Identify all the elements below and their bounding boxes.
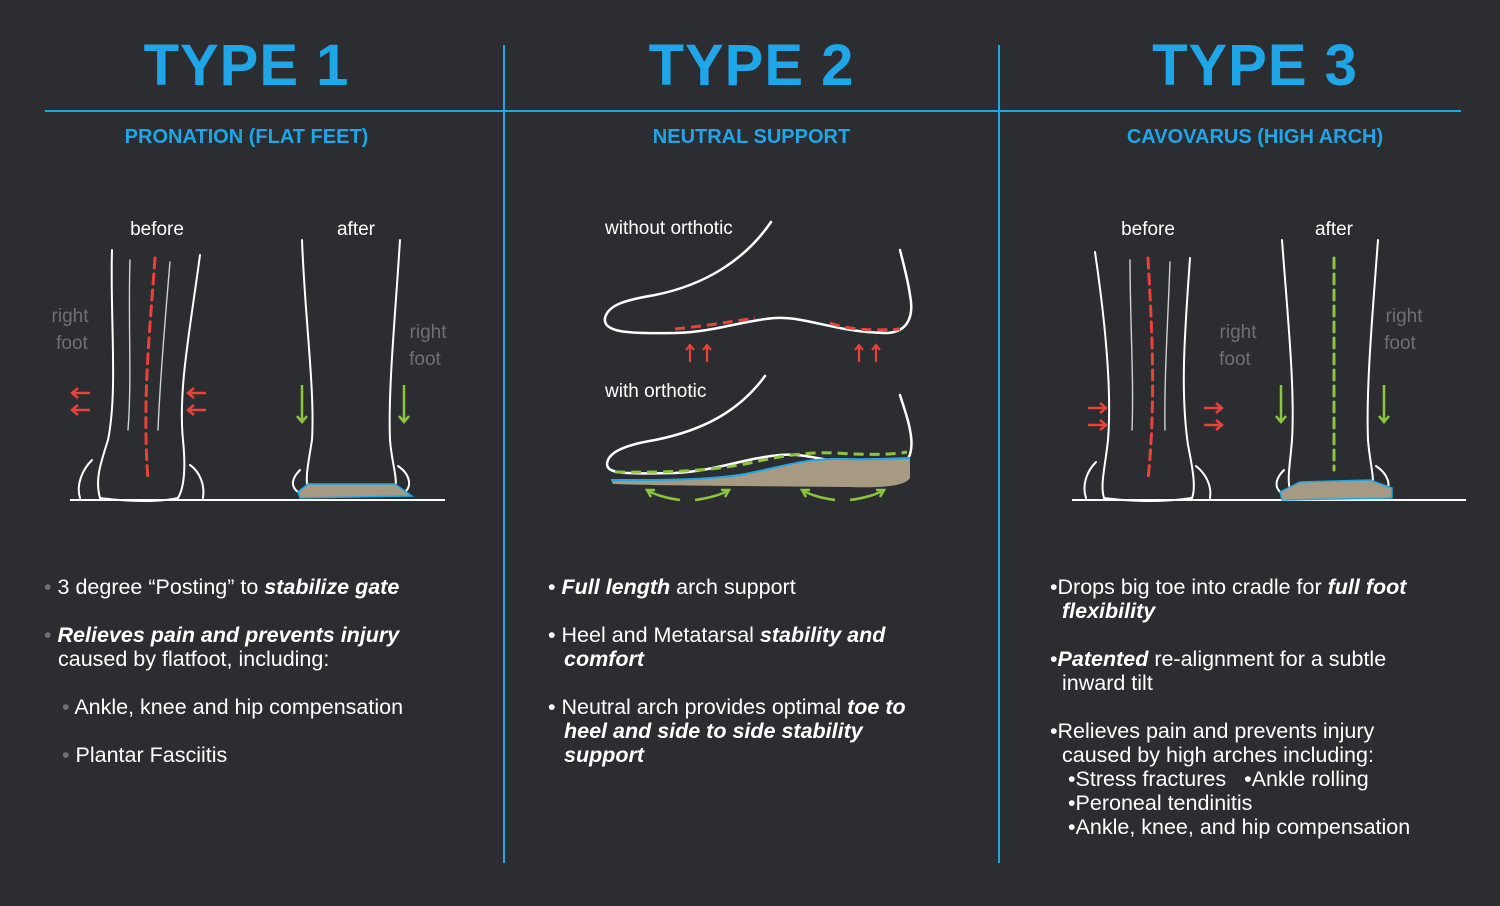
type1-foot-label-right: foot — [409, 349, 441, 370]
type3-sub-bullet-4: •Ankle, knee, and hip compensation — [1068, 815, 1411, 839]
type1-title: TYPE 1 — [143, 33, 350, 98]
type2-bullet-list: • Full length arch support • Heel and Me… — [548, 575, 968, 767]
type2-illustration: without orthotic with orthotic — [603, 218, 913, 502]
type1-after-label: after — [337, 219, 376, 240]
type1-before-leg — [77, 249, 205, 502]
type3-after-label: after — [1315, 219, 1354, 240]
type1-before-label: before — [130, 219, 184, 240]
type2-column: TYPE 2 NEUTRAL SUPPORT without orthotic … — [505, 0, 998, 906]
type2-bullet-3-cont2: support — [564, 743, 645, 767]
type1-bullet-1: • 3 degree “Posting” to stabilize gate — [44, 575, 400, 599]
type3-before-arrows — [1088, 402, 1224, 431]
column-divider-right — [998, 45, 1000, 863]
type3-after-leg — [1275, 239, 1390, 494]
type2-support-line — [614, 450, 908, 474]
type2-subtitle: NEUTRAL SUPPORT — [652, 126, 851, 148]
type2-pressure-toe — [674, 316, 756, 331]
type3-bullet-2-cont: inward tilt — [1062, 671, 1153, 695]
type2-bullet-3: • Neutral arch provides optimal toe to — [548, 695, 906, 719]
type1-bullet-2-cont: caused by flatfoot, including: — [58, 647, 330, 671]
type3-bullet-3-cont: caused by high arches including: — [1062, 743, 1374, 767]
type1-after-leg — [292, 239, 411, 494]
type3-illustration: before after right foot right foot — [1072, 219, 1466, 502]
type2-bullet-3-cont1: heel and side to side stability — [564, 719, 863, 743]
type2-red-arrows — [685, 343, 881, 362]
type3-bullet-3: •Relieves pain and prevents injury — [1050, 719, 1375, 743]
type3-foot-label-mid: foot — [1219, 349, 1251, 370]
type1-foot-label-left: foot — [56, 333, 88, 354]
type3-title: TYPE 3 — [1152, 33, 1358, 98]
type2-title: TYPE 2 — [648, 33, 855, 98]
type3-right-label-right: right — [1386, 306, 1424, 327]
type3-bullet-1-cont: flexibility — [1062, 599, 1156, 623]
type1-subtitle: PRONATION (FLAT FEET) — [124, 126, 369, 148]
type3-before-label: before — [1121, 219, 1175, 240]
type3-right-label-mid: right — [1220, 322, 1258, 343]
type1-column: TYPE 1 PRONATION (FLAT FEET) before afte… — [0, 0, 503, 906]
type1-sub-bullet-1: • Ankle, knee and hip compensation — [62, 695, 404, 719]
type3-subtitle: CAVOVARUS (HIGH ARCH) — [1126, 126, 1384, 148]
type1-orthotic — [297, 483, 415, 499]
type3-bullet-2: •Patented re-alignment for a subtle — [1050, 647, 1387, 671]
type2-pressure-heel — [829, 321, 901, 332]
header-divider — [45, 110, 1461, 112]
type2-green-arrows — [644, 488, 887, 502]
type1-after-arrows — [296, 385, 410, 424]
type2-bullet-2: • Heel and Metatarsal stability and — [548, 623, 886, 647]
type3-orthotic — [1279, 479, 1393, 501]
type2-bullet-1: • Full length arch support — [548, 575, 796, 599]
type1-illustration: before after right foot right foot — [52, 219, 448, 502]
type3-bullet-1: •Drops big toe into cradle for full foot — [1050, 575, 1407, 599]
type2-bullet-2-cont: comfort — [564, 647, 645, 671]
type1-before-arrows — [70, 387, 206, 416]
type2-without-label: without orthotic — [604, 218, 733, 239]
type3-column: TYPE 3 CAVOVARUS (HIGH ARCH) before afte… — [1000, 0, 1500, 906]
type3-after-arrows — [1275, 385, 1390, 424]
type1-right-label-right: right — [410, 322, 448, 343]
type2-with-label: with orthotic — [604, 381, 706, 402]
type3-sub-bullet-3: •Peroneal tendinitis — [1068, 791, 1253, 815]
type3-bullet-list: •Drops big toe into cradle for full foot… — [1050, 575, 1490, 839]
type1-sub-bullet-2: • Plantar Fasciitis — [62, 743, 228, 767]
column-divider-left — [503, 45, 505, 863]
type3-sub-bullet-row-1: •Stress fractures•Ankle rolling — [1068, 767, 1369, 791]
type1-right-label-left: right — [52, 306, 90, 327]
type1-bullet-2: • Relieves pain and prevents injury — [44, 623, 400, 647]
type2-foot-without — [603, 220, 913, 335]
type1-bullet-list: • 3 degree “Posting” to stabilize gate •… — [44, 575, 484, 767]
type3-before-leg — [1083, 251, 1212, 502]
type3-foot-label-right: foot — [1384, 333, 1416, 354]
